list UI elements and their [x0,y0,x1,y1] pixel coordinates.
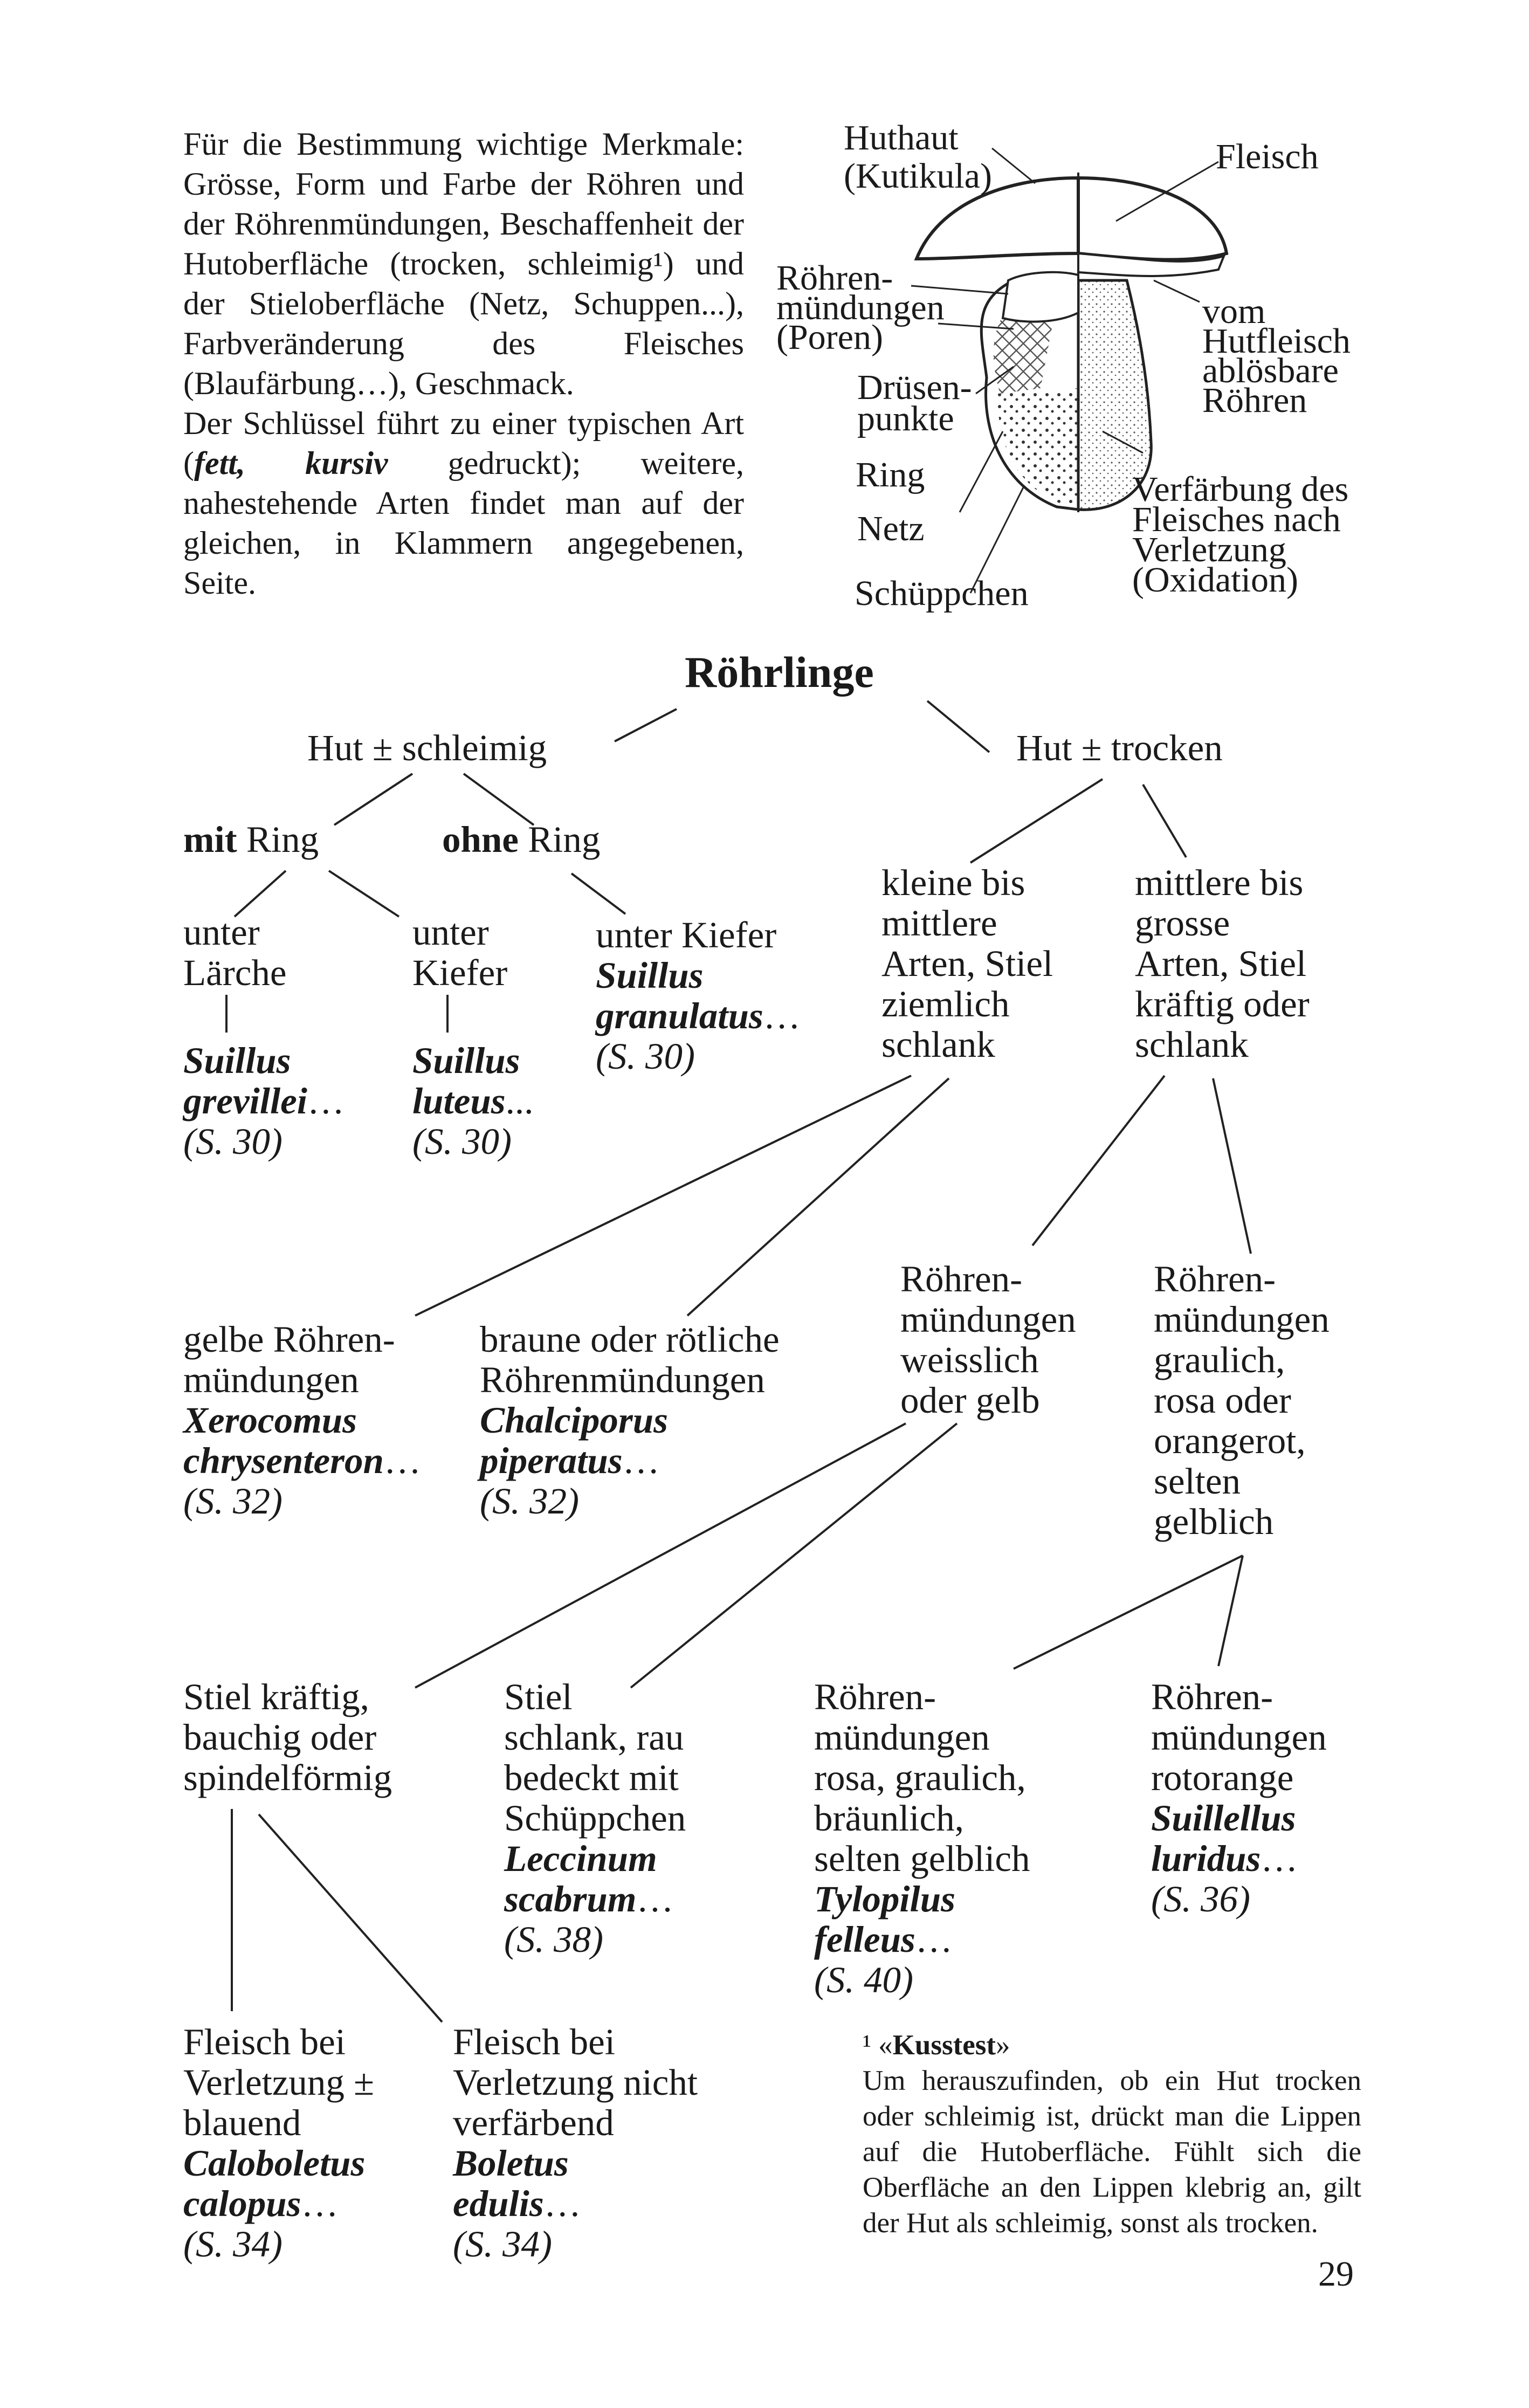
footnote-body: Um herauszufinden, ob ein Hut trocken od… [863,2063,1361,2241]
key-title: Röhrlinge [685,647,874,698]
node-gelbe-roehren: gelbe Röhren- mündungen Xerocomus chryse… [183,1319,421,1522]
node-unter-laerche: unter Lärche [183,912,287,993]
node-kleine-arten: kleine bis mittlere Arten, Stiel ziemlic… [881,863,1053,1065]
node-stiel-kraeftig: Stiel kräftig, bauchig oder spindelförmi… [183,1677,392,1798]
node-nicht-verfaerbend: Fleisch bei Verletzung nicht verfärbend … [453,2022,698,2265]
node-ohne-ring: ohne Ring [442,820,600,860]
node-braune-roehren: braune oder rötliche Röhrenmündungen Cha… [480,1319,780,1522]
species-suillus-granulatus: Suillus granulatus… (S. 30) [596,955,801,1077]
node-graulich-rosa: Röhren- mündungen graulich, rosa oder or… [1154,1259,1330,1542]
footnote-kusstest: ¹ «Kusstest» Um herauszufinden, ob ein H… [863,2027,1361,2241]
node-blauend: Fleisch bei Verletzung ± blauend Calobol… [183,2022,374,2265]
node-rosa-graulich: Röhren- mündungen rosa, graulich, bräunl… [814,1677,1030,2000]
species-suillus-luteus: Suillus luteus... (S. 30) [412,1041,533,1162]
node-hut-schleimig: Hut ± schleimig [307,728,547,768]
page-number: 29 [1318,2254,1354,2295]
node-unter-kiefer: unter Kiefer [412,912,507,993]
node-grosse-arten: mittlere bis grosse Arten, Stiel kräftig… [1135,863,1310,1065]
node-stiel-schlank: Stiel schlank, rau bedeckt mit Schüppche… [504,1677,686,1960]
node-unter-kiefer-ohne: unter Kiefer [596,915,776,955]
node-weisslich-gelb: Röhren- mündungen weisslich oder gelb [900,1259,1076,1421]
footnote-heading: ¹ «Kusstest» [863,2027,1361,2063]
node-hut-trocken: Hut ± trocken [1016,728,1223,768]
node-mit-ring: mit Ring [183,820,319,860]
node-rotorange: Röhren- mündungen rotorange Suillellus l… [1151,1677,1327,1919]
species-suillus-grevillei: Suillus grevillei… (S. 30) [183,1041,345,1162]
